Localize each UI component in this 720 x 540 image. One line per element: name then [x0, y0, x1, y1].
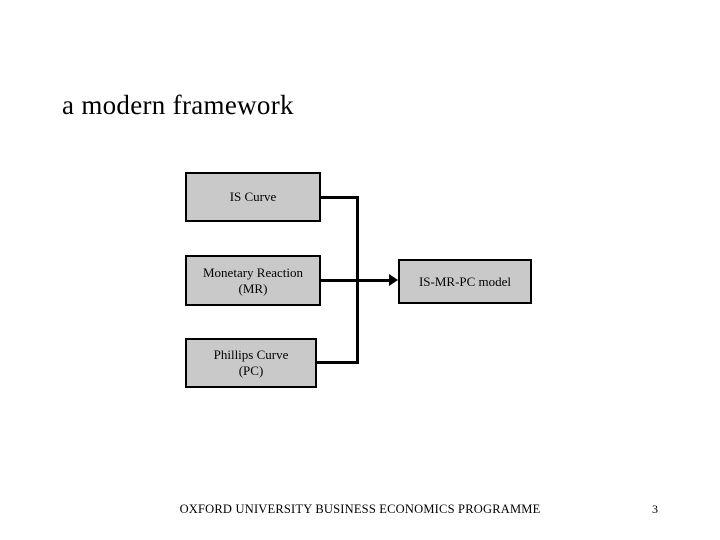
diagram-node-is-mr-pc-model[interactable]: IS-MR-PC model — [398, 259, 532, 304]
connector-phillips-curve-horizontal — [317, 361, 359, 364]
connector-monetary-reaction-horizontal — [321, 279, 359, 282]
diagram-node-is-curve[interactable]: IS Curve — [185, 172, 321, 222]
diagram-node-label: Monetary Reaction (MR) — [203, 264, 303, 296]
diagram-node-phillips-curve[interactable]: Phillips Curve (PC) — [185, 338, 317, 388]
page-title: a modern framework — [62, 90, 294, 120]
footer-text: OXFORD UNIVERSITY BUSINESS ECONOMICS PRO… — [179, 502, 541, 516]
diagram-node-monetary-reaction[interactable]: Monetary Reaction (MR) — [185, 255, 321, 306]
diagram-node-label: IS-MR-PC model — [418, 273, 512, 289]
connector-is-curve-horizontal — [321, 196, 359, 199]
footer-page-number: 3 — [652, 502, 658, 516]
diagram-node-label: Phillips Curve (PC) — [213, 347, 289, 378]
arrow-head-icon — [389, 274, 398, 286]
diagram-node-label: IS Curve — [229, 189, 277, 204]
connector-arrow-shaft — [356, 279, 392, 282]
